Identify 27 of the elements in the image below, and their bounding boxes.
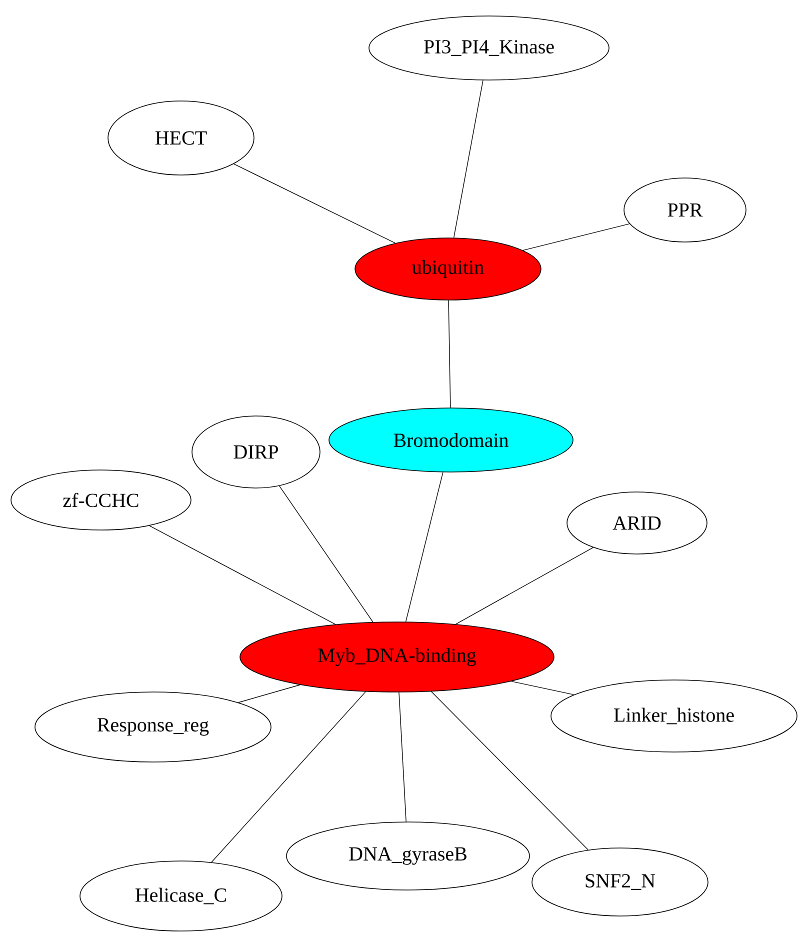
connector-line [430, 691, 589, 850]
connector-line [398, 692, 406, 822]
ellipse-node: DIRP [192, 416, 320, 488]
connector-line [522, 223, 630, 251]
connector-line [510, 680, 574, 696]
ellipse-node: PPR [624, 178, 746, 242]
connector-line [211, 691, 366, 863]
connector-line [405, 472, 444, 622]
ellipse-node: ARID [566, 492, 708, 554]
ellipse-node: Helicase_C [80, 860, 282, 932]
connector-line [448, 300, 451, 408]
highlighted-ellipse-node: Bromodomain [328, 408, 574, 472]
connector-line [455, 547, 594, 624]
connector-line [453, 80, 484, 238]
connector-line [149, 525, 336, 625]
ellipse-node: zf-CCHC [10, 470, 192, 530]
ellipse-node: SNF2_N [532, 848, 708, 916]
connector-line [278, 486, 374, 622]
ellipse-node: PI3_PI4_Kinase [368, 16, 610, 80]
highlighted-ellipse-node: Myb_DNA-binding [240, 622, 554, 692]
ellipse-node: Response_reg [34, 692, 272, 762]
highlighted-ellipse-node: ubiquitin [354, 238, 542, 300]
ellipse-node: HECT [108, 100, 254, 176]
connector-line [238, 684, 300, 703]
ellipse-node: DNA_gyraseB [286, 822, 530, 890]
ellipse-node: Linker_histone [550, 680, 798, 752]
connector-line [234, 164, 396, 244]
